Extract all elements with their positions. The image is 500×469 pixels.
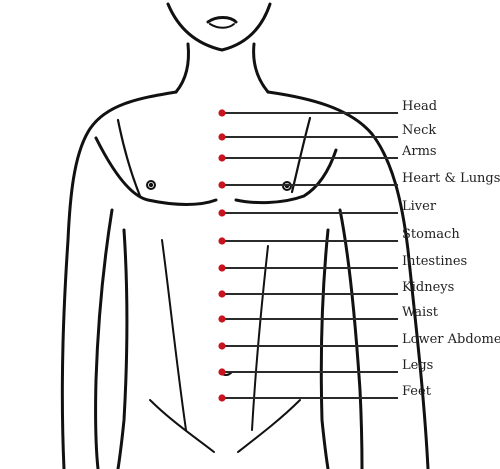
lower-abdomen-label: Lower Abdomen xyxy=(402,332,500,347)
liver-label: Liver xyxy=(402,199,437,214)
head-label: Head xyxy=(402,99,437,114)
stomach-point xyxy=(218,237,225,244)
legs-label: Legs xyxy=(402,358,433,373)
kidneys-point xyxy=(218,290,225,297)
waist-label: Waist xyxy=(402,305,439,320)
intestines-label: Intestines xyxy=(402,254,467,269)
heart-lungs-label: Heart & Lungs xyxy=(402,171,500,186)
intestines-point xyxy=(218,264,225,271)
arms-point xyxy=(218,154,225,161)
feet-point xyxy=(218,394,225,401)
liver-point xyxy=(218,209,225,216)
lower-abdomen-point xyxy=(218,342,225,349)
arms-label: Arms xyxy=(401,144,437,159)
waist-point xyxy=(218,315,225,322)
neck-label: Neck xyxy=(402,123,436,138)
heart-lungs-point xyxy=(218,181,225,188)
feet-label: Feet xyxy=(402,384,432,399)
legs-point xyxy=(218,368,225,375)
head-point xyxy=(218,109,225,116)
torso-illustration xyxy=(62,4,428,469)
stomach-label: Stomach xyxy=(402,227,460,242)
neck-point xyxy=(218,133,225,140)
kidneys-label: Kidneys xyxy=(402,280,454,295)
